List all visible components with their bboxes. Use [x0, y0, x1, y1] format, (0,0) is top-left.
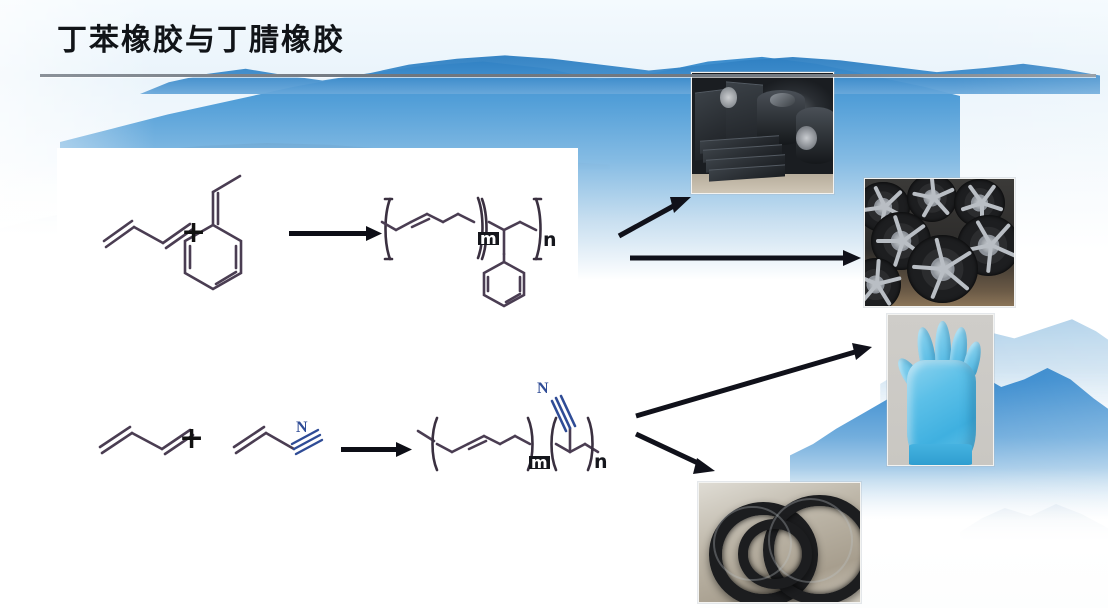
- nitrogen-label-acrylonitrile: N: [296, 419, 308, 436]
- content-panel-lower: [0, 313, 700, 608]
- rubber-roll-a-face: [769, 93, 795, 107]
- glove-palm: [906, 360, 977, 459]
- arrow-nbr-to-glove: [635, 343, 872, 419]
- car-tires-image: [865, 179, 1014, 306]
- rubber-ring-right-highlight: [768, 498, 853, 584]
- rubber-rings-image: [699, 483, 860, 602]
- rubber-roll-b-face: [796, 125, 818, 150]
- tire-6-foreground: [906, 234, 979, 304]
- page-title: 丁苯橡胶与丁腈橡胶: [57, 23, 345, 58]
- nitrogen-label-nbr-product: N: [537, 380, 549, 397]
- subscript-m-nbr: m: [529, 453, 550, 472]
- blue-nitrile-glove-photo[interactable]: [887, 314, 994, 466]
- nitrile-glove-image: [888, 315, 993, 465]
- rubber-sheets-image: [692, 73, 833, 193]
- subscript-n-nbr: n: [594, 451, 608, 473]
- arrow-nbr-to-rings: [634, 431, 715, 474]
- title-underline: [40, 74, 1096, 77]
- subscript-n-sbr: n: [543, 229, 557, 251]
- arrow-sbr-to-tires: [630, 250, 861, 266]
- car-tires-photo[interactable]: [864, 178, 1015, 307]
- black-rubber-hose-rings-photo[interactable]: [698, 482, 861, 603]
- rubber-sheets-and-rolls-photo[interactable]: [691, 72, 834, 194]
- glove-cuff: [909, 444, 972, 465]
- arrow-sbr-to-sheets: [617, 197, 691, 239]
- rubber-roll-c-face: [720, 87, 738, 108]
